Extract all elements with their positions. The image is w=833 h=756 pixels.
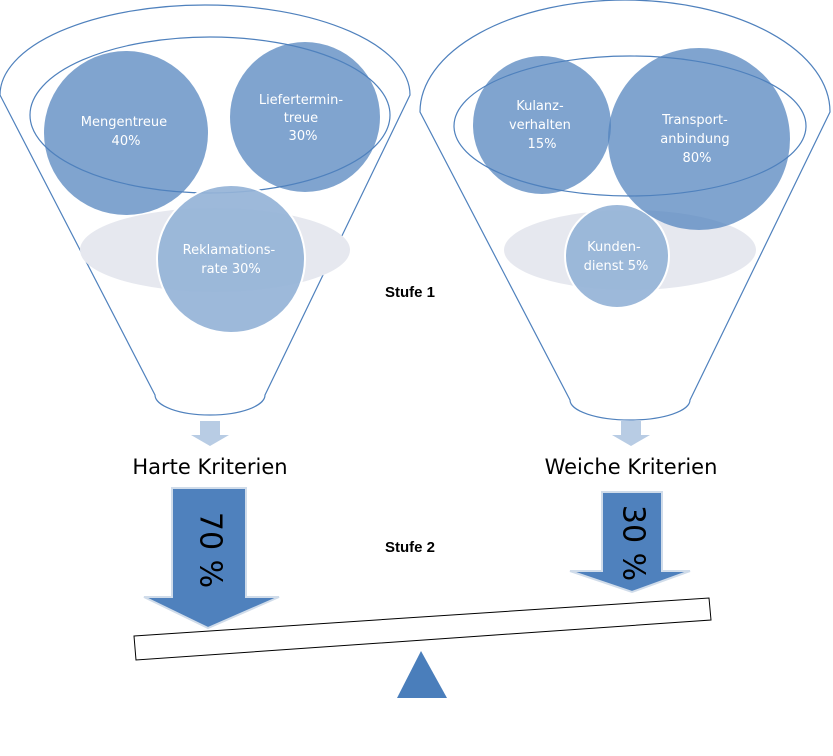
left-funnel: Mengentreue 40% Liefertermin- treue 30% … <box>0 4 411 630</box>
right-heading: Weiche Kriterien <box>545 455 718 479</box>
criterion-label-kulanzverhalten: Kulanz- verhalten 15% <box>509 99 575 152</box>
criterion-label-reklamationsrate: Reklamations- rate 30% <box>183 243 280 277</box>
criterion-circle-kulanzverhalten <box>473 56 611 194</box>
right-weight-arrow: 30 % <box>569 491 691 594</box>
left-weight-arrow: 70 % <box>143 487 280 630</box>
criterion-circle-mengentreue <box>44 51 208 215</box>
criterion-circle-transportanbindung <box>608 48 790 230</box>
criterion-label-liefertermintreue: Liefertermin- treue 30% <box>259 93 347 144</box>
left-weight-arrow-icon <box>143 487 280 630</box>
criterion-circle-reklamationsrate <box>156 184 306 334</box>
right-down-arrow-icon <box>612 421 650 446</box>
criterion-label-transportanbindung: Transport- anbindung 80% <box>660 113 733 166</box>
criterion-label-kundendienst: Kunden- dienst 5% <box>584 240 649 274</box>
right-weight-arrow-icon <box>569 491 691 594</box>
left-heading: Harte Kriterien <box>132 455 287 479</box>
fulcrum-triangle-icon <box>397 651 447 698</box>
right-weight-label: 30 % <box>616 505 651 581</box>
criterion-circle-kundendienst <box>564 203 670 309</box>
left-down-arrow-icon <box>191 421 229 446</box>
stage-1-label: Stufe 1 <box>385 284 435 301</box>
stage-2-label: Stufe 2 <box>385 539 435 556</box>
criterion-circle-liefertermintreue <box>230 42 380 192</box>
left-weight-label: 70 % <box>193 512 228 588</box>
criterion-label-mengentreue: Mengentreue 40% <box>81 115 171 149</box>
balance-beam <box>133 597 712 661</box>
right-funnel: Kulanz- verhalten 15% Transport- anbindu… <box>419 0 831 594</box>
